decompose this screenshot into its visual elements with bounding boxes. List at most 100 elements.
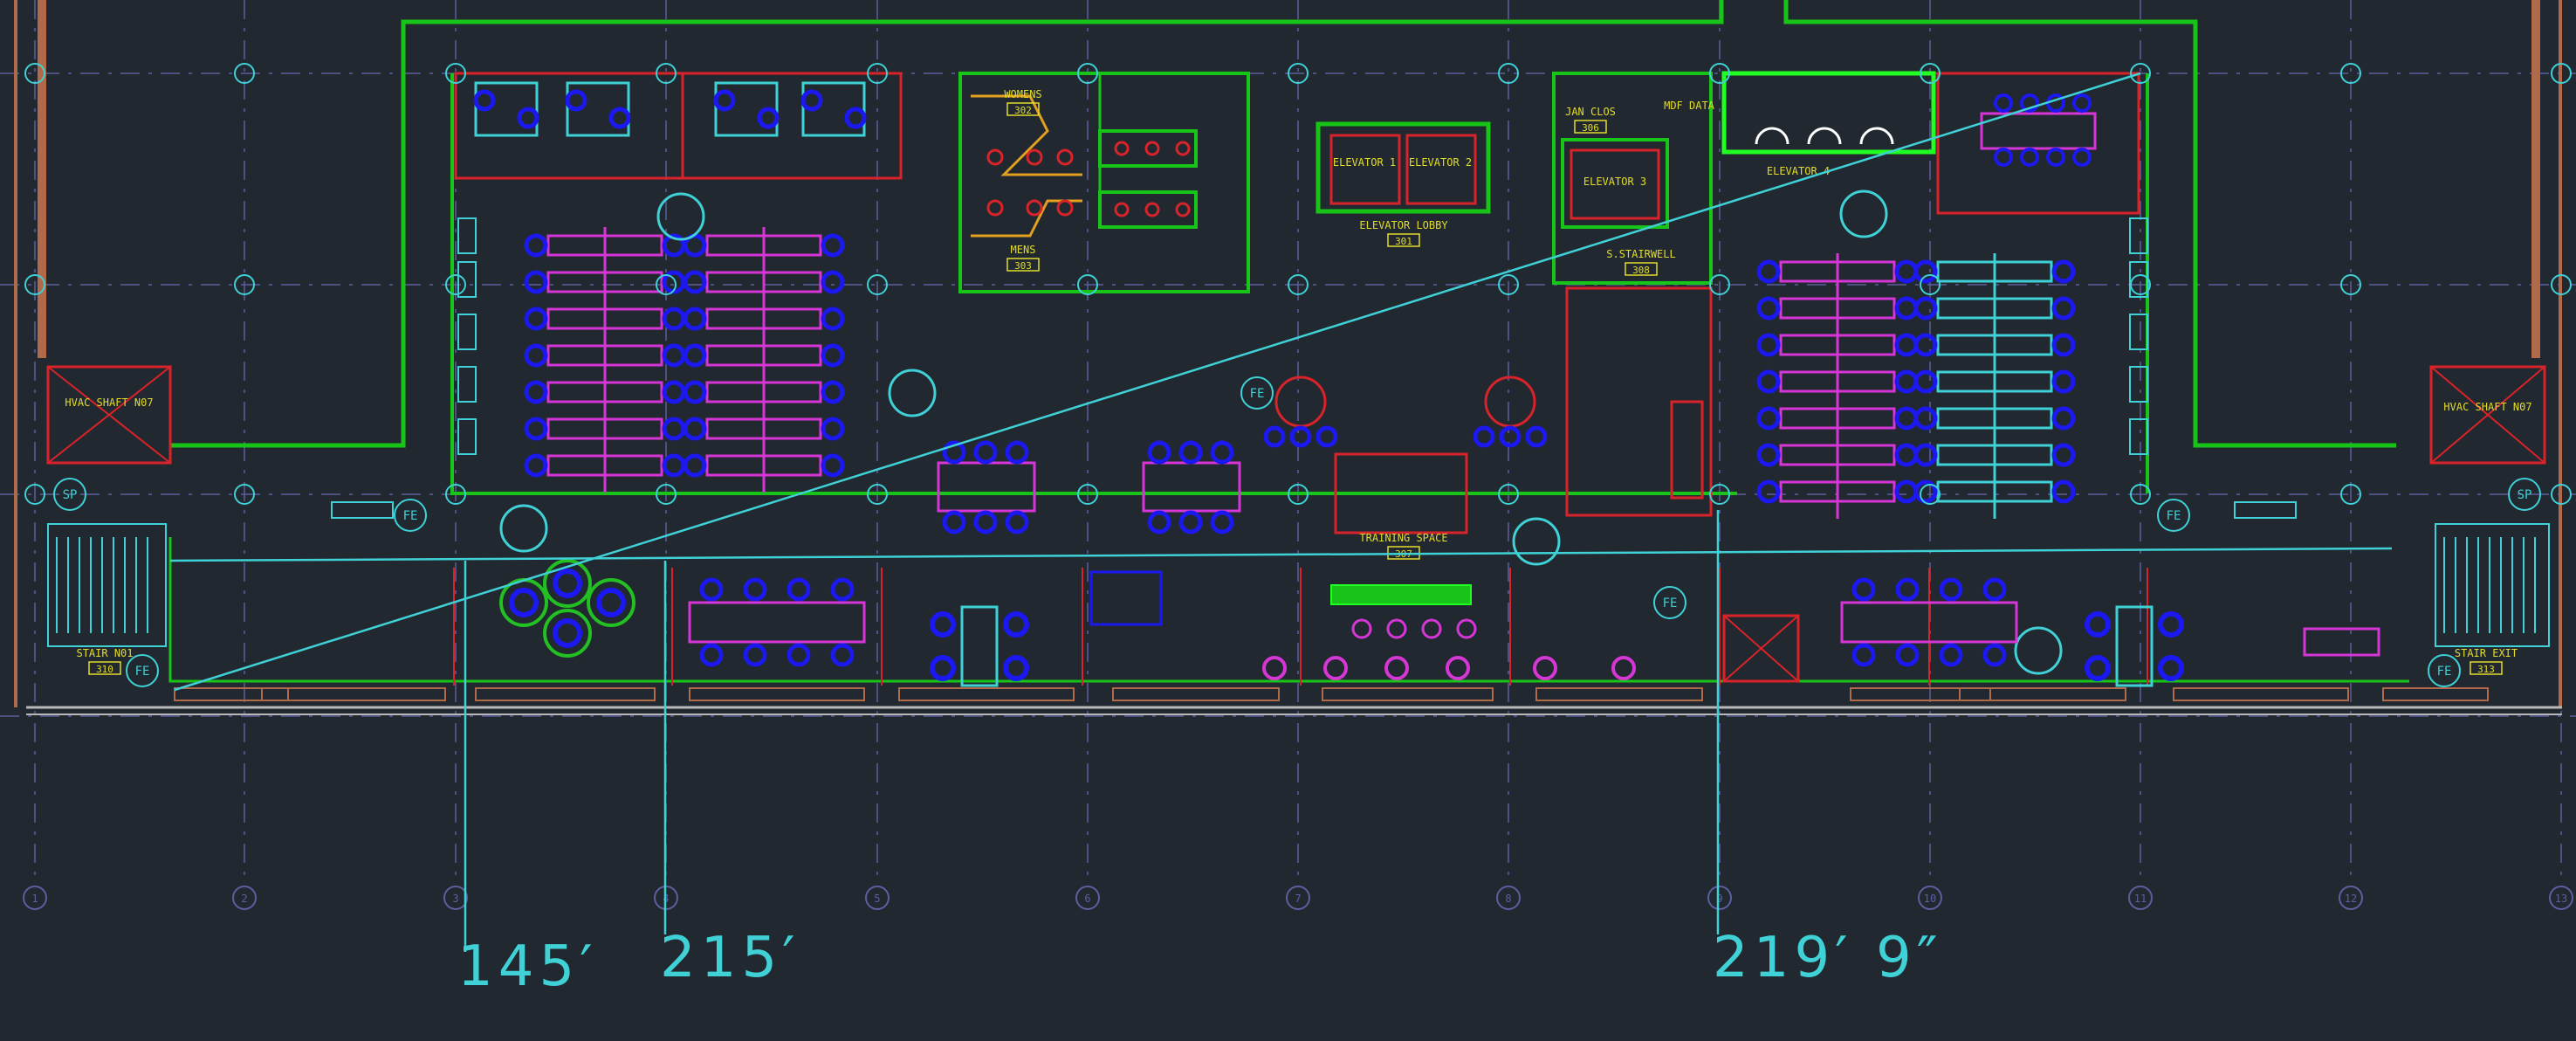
column-marker [1709,274,1730,295]
chair [787,577,811,602]
column-marker [445,274,466,295]
column-marker [1288,484,1309,505]
chair [1525,425,1548,448]
chair [2051,369,2076,394]
column-marker [1288,63,1309,84]
cafe-chair [1446,656,1470,680]
chair [1913,369,1938,394]
hvac-shaft-right [2429,365,2546,465]
stair-left [47,523,167,647]
chair [1913,443,1938,467]
chair [821,380,845,404]
window-hatch [1850,687,1991,701]
column-marker [1920,63,1941,84]
column-marker [234,484,255,505]
grid-bubble [2128,886,2153,910]
chair [1473,425,1495,448]
chair [1756,259,1781,284]
womens-label-number: 302 [1014,105,1032,116]
chair [683,307,707,331]
chair [1894,259,1919,284]
fe-marker [126,654,159,687]
elevator-bank [1315,121,1491,214]
grid-bubble-number: 11 [2134,893,2147,905]
measurement-219-9: 219′ 9″ [1713,926,1943,990]
column-marker [1920,484,1941,505]
hvac-shaft-left [46,365,172,465]
meeting-table [1484,376,1536,428]
office-desk [566,81,630,137]
chair [608,107,631,129]
lounge-seat [596,588,626,617]
grid-bubble-number: 1 [31,893,38,905]
fe-label: FE [1663,596,1678,610]
column-marker [2130,274,2151,295]
file-cabinet [2129,261,2148,298]
chair [713,89,736,112]
lounge-table [1089,570,1163,626]
door-swing [1807,127,1842,145]
fe-marker [1653,586,1686,619]
window-hatch [1959,687,2126,701]
mens-label-number: 303 [1014,260,1032,272]
grid-bubble [1918,886,1942,910]
file-cabinet [2129,314,2148,350]
door-swing [1859,127,1894,145]
sp-label: SP [63,488,78,502]
chair [1147,510,1171,534]
chair [2158,655,2184,681]
elevator-3-label: ELEVATOR 3 [1583,176,1646,188]
grid-bubble-number: 5 [874,893,880,905]
training-table [1334,452,1468,534]
column-marker [2551,274,2572,295]
counter [1330,584,1472,605]
chair [683,417,707,441]
column-marker [867,63,888,84]
column-marker [2340,484,2361,505]
sink-fixture [1144,141,1160,156]
chair [524,307,548,331]
chair [2020,148,2039,167]
mdf-label: MDF DATA [1664,100,1715,112]
chair [1913,296,1938,321]
office-desk [474,81,539,137]
chair [2051,296,2076,321]
elevator-2-label: ELEVATOR 2 [1409,156,1472,169]
lounge-seat [553,569,582,598]
door-swing [1755,127,1789,145]
grid-bubble [443,886,468,910]
stair-right-label: STAIR EXIT [2455,647,2518,659]
fe-marker [394,499,427,532]
chair [830,643,855,667]
grid-bubble-number: 6 [1084,893,1090,905]
chair [662,417,686,441]
chair [524,380,548,404]
column-marker [1077,484,1098,505]
chair [1994,148,2013,167]
chair [1982,643,2007,667]
chair [1894,296,1919,321]
chair [1756,406,1781,431]
chair [787,643,811,667]
chair [683,453,707,478]
training-label: TRAINING SPACE [1359,532,1447,544]
chair [800,89,823,112]
room-number-box [1006,102,1040,116]
chair [930,611,956,638]
sp-marker [2508,478,2541,511]
file-cabinet [2129,366,2148,403]
stair-left-label-number: 310 [96,664,113,675]
column-marker [2551,484,2572,505]
jan-clos-label-number: 306 [1582,122,1599,134]
file-cabinet [2129,217,2148,254]
grid-bubble-number: 10 [1924,893,1936,905]
room-number-box [1006,258,1040,272]
chair [1851,577,1876,602]
chair [524,343,548,368]
file-cabinet [2129,418,2148,455]
womens-fixtures [971,94,1082,176]
fe-label: FE [135,665,150,679]
tenant-line-left [170,0,1724,448]
column-marker [1077,63,1098,84]
column-marker [2340,274,2361,295]
